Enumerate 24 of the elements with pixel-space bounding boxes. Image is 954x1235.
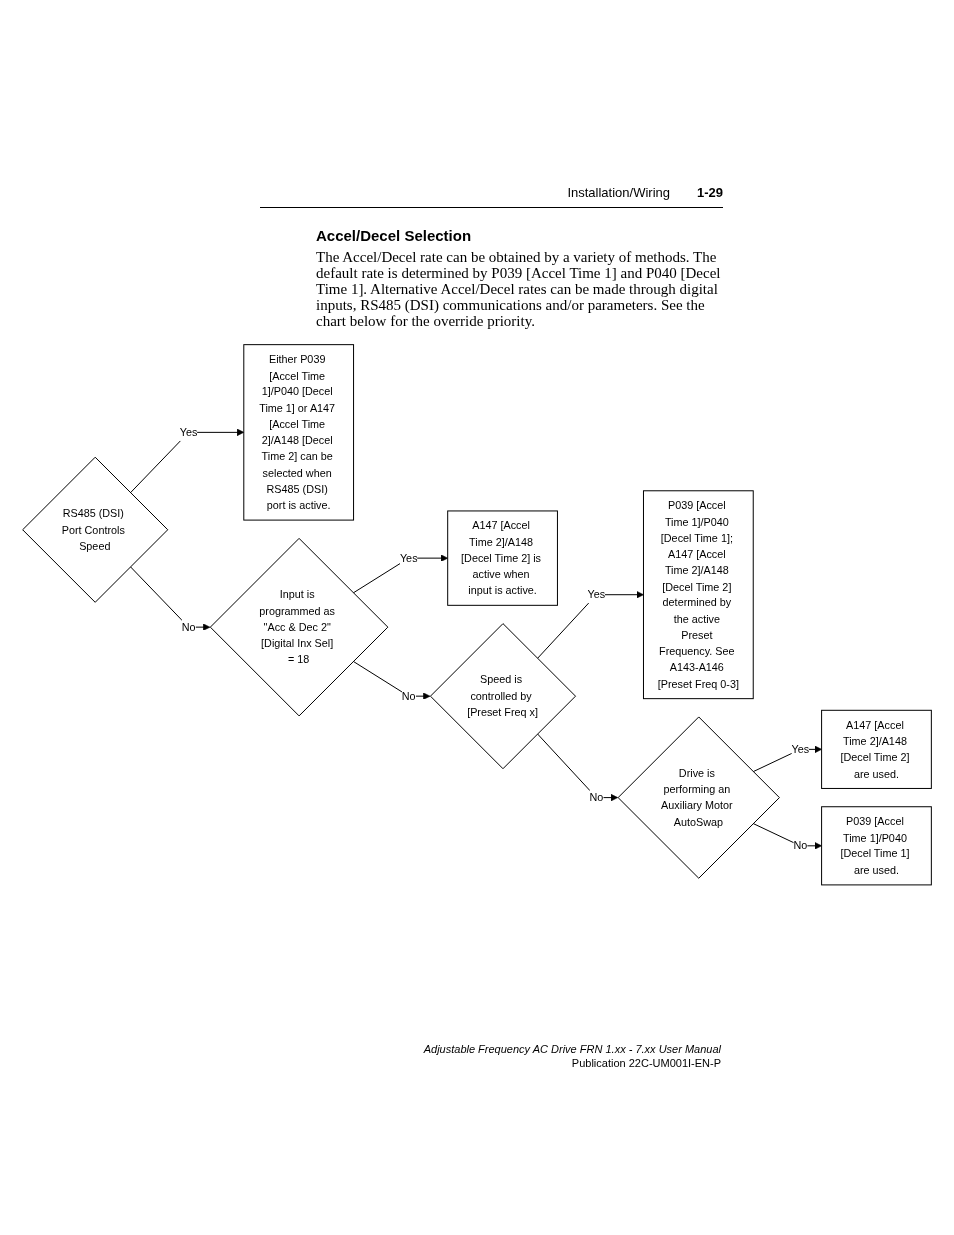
manual-title: Adjustable Frequency AC Drive FRN 1.xx - 7.xx User Manual: [423, 1043, 721, 1055]
node-box: A147 [Accel Time 2]/A148 [Decel Time 2] are used.: [821, 709, 932, 789]
node-diamond: Input is programmed as "Acc & Dec 2" [Digital Inx Sel] = 18: [209, 537, 389, 717]
edge-label: Yes: [587, 588, 606, 601]
edge-label: Yes: [399, 551, 418, 565]
edge-label: Yes: [179, 425, 198, 439]
edge-label: No: [793, 839, 808, 852]
running-header: Installation/Wiring: [567, 185, 670, 200]
publication-number: Publication 22C-UM001I-EN-P: [571, 1057, 721, 1069]
edge-label: No: [181, 620, 196, 634]
body-paragraph: The Accel/Decel rate can be obtained by a variety of methods. The default rate is determined by P039 [Accel Time 1] and P040 [Decel Time 1]. Alternative Accel/Decel rates can be made through digital inputs, RS485 (DSI) communications and/or parameters. See the chart below for the override priority.: [316, 249, 722, 329]
node-box: P039 [Accel Time 1]/P040 [Decel Time 1] are used.: [821, 806, 932, 886]
node-diamond: Speed is controlled by [Preset Freq x]: [429, 623, 577, 770]
edge-label: No: [401, 689, 416, 703]
node-diamond: RS485 (DSI) Port Controls Speed: [22, 456, 169, 603]
page-number: 1-29: [696, 185, 723, 200]
section-heading: Accel/Decel Selection: [316, 227, 472, 244]
edge-label: No: [589, 791, 604, 804]
node-box: A147 [Accel Time 2]/A148 [Decel Time 2] is active when input is active.: [447, 510, 558, 606]
node-box: P039 [Accel Time 1]/P040 [Decel Time 1]; A147 [Accel Time 2]/A148 [Decel Time 2] determined by the active Preset Frequency. See A143-A146 [Preset Freq 0-3]: [643, 490, 754, 700]
edge-label: Yes: [791, 742, 810, 756]
node-diamond: Drive is performing an Auxiliary Motor AutoSwap: [617, 716, 780, 879]
node-box: Either P039 [Accel Time 1]/P040 [Decel Time 1] or A147 [Accel Time 2]/A148 [Decel Time 2] can be selected when RS485 (DSI) port is active.: [243, 344, 355, 521]
arrow: [352, 660, 431, 700]
